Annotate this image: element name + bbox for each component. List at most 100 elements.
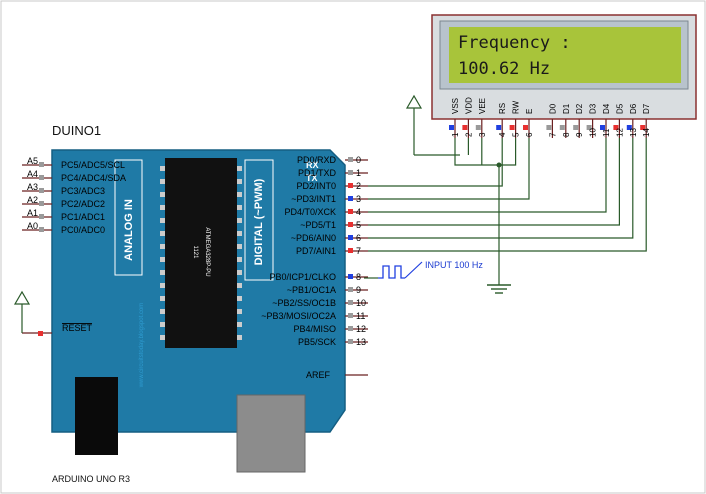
- right-pin-number: 0: [356, 155, 361, 165]
- chip-leg-left: [160, 257, 165, 262]
- board-title: DUINO1: [52, 123, 101, 138]
- lcd-pin-name: E: [525, 109, 534, 114]
- wires: [368, 138, 647, 252]
- digital-label: DIGITAL (~PWM): [253, 178, 265, 265]
- right-pin-name: ~PD5/T1: [300, 220, 336, 230]
- chip-leg-left: [160, 309, 165, 314]
- right-pin-number: 2: [356, 181, 361, 191]
- left-pin-number: A3: [27, 182, 38, 192]
- chip-leg-left: [160, 244, 165, 249]
- right-pin-marker: [348, 222, 353, 227]
- lcd-pin-marker: [449, 125, 454, 130]
- lcd-pin-marker: [523, 125, 528, 130]
- wire-d5: [368, 138, 621, 226]
- lcd-pin-name: D4: [602, 103, 611, 114]
- chip-leg-left: [160, 218, 165, 223]
- lcd-pin-name: VSS: [451, 98, 460, 114]
- lcd-pin-name: VEE: [478, 98, 487, 114]
- chip-leg-right: [237, 335, 242, 340]
- signal-generator[interactable]: INPUT 100 Hz: [364, 260, 483, 279]
- lcd-pin-number: 13: [629, 128, 638, 137]
- chip-leg-right: [237, 244, 242, 249]
- right-pin-name: PB4/MISO: [293, 324, 336, 334]
- right-pin-name: PD1/TXD: [298, 168, 337, 178]
- right-pins: 0PD0/RXD1PD1/TXD2PD2/INT03~PD3/INT14PD4/…: [261, 155, 368, 347]
- lcd-pin-marker: [573, 125, 579, 130]
- left-pin-number: A5: [27, 156, 38, 166]
- lcd-pin-name: D1: [562, 103, 571, 114]
- right-pin-number: 4: [356, 207, 361, 217]
- wire-d4: [368, 138, 607, 213]
- analog-in-box: [114, 159, 143, 276]
- board-model-label: ARDUINO UNO R3: [52, 474, 130, 484]
- left-pin-name: PC0/ADC0: [61, 225, 105, 235]
- lcd-pin-name: D7: [642, 103, 651, 114]
- right-pin-number: 11: [356, 311, 365, 321]
- right-pin-marker: [348, 274, 353, 279]
- lcd-pin-marker: [559, 125, 565, 130]
- rx-label: RX: [306, 160, 319, 170]
- left-pin-marker: [39, 227, 44, 232]
- lcd-module[interactable]: Frequency : 100.62 Hz: [431, 14, 697, 120]
- chip-leg-right: [237, 192, 242, 197]
- chip-label: ATMEGA328P-PU: [204, 227, 210, 276]
- reset-pin[interactable]: [22, 331, 52, 336]
- chip-leg-left: [160, 296, 165, 301]
- right-pin-marker: [348, 248, 353, 253]
- right-pin-name: PD2/INT0: [296, 181, 336, 191]
- lcd-line-1: Frequency :: [458, 33, 571, 53]
- lcd-pin-marker: [626, 125, 632, 130]
- lcd-pin-marker: [475, 125, 481, 130]
- left-pin-name: PC1/ADC1: [61, 212, 105, 222]
- lcd-pin-name: D5: [615, 103, 624, 114]
- wire-rw: [499, 138, 517, 166]
- lcd-pin-number: 3: [478, 132, 487, 137]
- right-pin-name: ~PB1/OC1A: [287, 285, 336, 295]
- chip-leg-left: [160, 205, 165, 210]
- lcd-pin-marker: [496, 125, 502, 130]
- right-pin-name: ~PB3/MOSI/OC2A: [261, 311, 336, 321]
- lcd-pin-name: VDD: [464, 97, 473, 114]
- chip-leg-left: [160, 335, 165, 340]
- right-pin-marker: [348, 326, 353, 331]
- left-pin-name: PC2/ADC2: [61, 199, 105, 209]
- wire-rs: [368, 138, 503, 187]
- right-pin-marker: [348, 170, 353, 175]
- lcd-power-arrow: [405, 94, 460, 156]
- chip-leg-left: [160, 192, 165, 197]
- lcd-pin-number: 4: [498, 132, 507, 137]
- chip-leg-right: [237, 179, 242, 184]
- right-pin-number: 12: [356, 324, 366, 334]
- arduino-board[interactable]: ATMEGA328P-PU 1121 ANALOG IN DIGITAL (~P…: [51, 149, 346, 473]
- chip-leg-left: [160, 322, 165, 327]
- usb-connector: [236, 394, 306, 473]
- lcd-pin-number: 2: [464, 132, 473, 137]
- lcd-line-2: 100.62 Hz: [458, 59, 550, 79]
- wire-vss: [454, 138, 499, 166]
- right-pin-name: ~PD6/AIN0: [291, 233, 336, 243]
- signal-label: INPUT 100 Hz: [425, 260, 483, 270]
- right-pin-marker: [348, 313, 353, 318]
- lcd-pin-number: 6: [525, 132, 534, 137]
- chip-leg-right: [237, 166, 242, 171]
- right-pin-marker: [348, 209, 353, 214]
- lcd-pin-number: 8: [562, 132, 571, 137]
- right-pin-marker: [348, 300, 353, 305]
- left-pin-marker: [39, 162, 44, 167]
- right-pin-marker: [348, 235, 353, 240]
- right-pin-name: ~PB2/SS/OC1B: [272, 298, 336, 308]
- atmega-chip[interactable]: [165, 158, 237, 348]
- lcd-pin-marker: [509, 125, 515, 130]
- right-pin-marker: [348, 196, 353, 201]
- left-pin-name: PC5/ADC5/SCL: [61, 160, 125, 170]
- left-pin-number: A2: [27, 195, 38, 205]
- wire-d7: [368, 138, 647, 252]
- left-pin-marker: [39, 201, 44, 206]
- right-pin-marker: [348, 183, 353, 188]
- right-pin-number: 13: [356, 337, 366, 347]
- reset-label: RESET: [62, 323, 93, 333]
- left-pin-number: A0: [27, 221, 38, 231]
